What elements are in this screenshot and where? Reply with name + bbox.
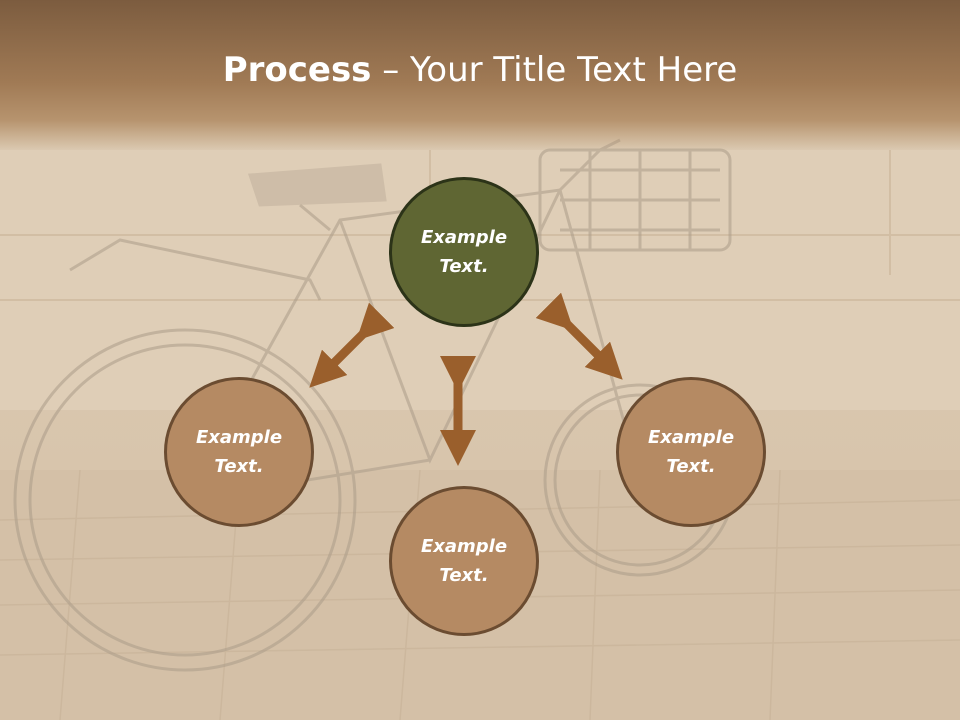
title-band <box>0 0 960 150</box>
node-top: Example Text. <box>389 177 539 327</box>
node-left-line2: Text. <box>214 456 264 477</box>
slide-title: Process – Your Title Text Here <box>0 50 960 90</box>
node-top-line2: Text. <box>439 256 489 277</box>
title-bold: Process <box>222 50 372 90</box>
title-rest: – Your Title Text Here <box>371 50 738 90</box>
node-left-line1: Example <box>195 427 283 448</box>
node-left: Example Text. <box>164 377 314 527</box>
node-bottom: Example Text. <box>389 486 539 636</box>
node-right: Example Text. <box>616 377 766 527</box>
node-top-line1: Example <box>420 227 508 248</box>
node-bottom-line2: Text. <box>439 565 489 586</box>
node-bottom-line1: Example <box>420 536 508 557</box>
node-right-line2: Text. <box>666 456 716 477</box>
node-right-line1: Example <box>647 427 735 448</box>
